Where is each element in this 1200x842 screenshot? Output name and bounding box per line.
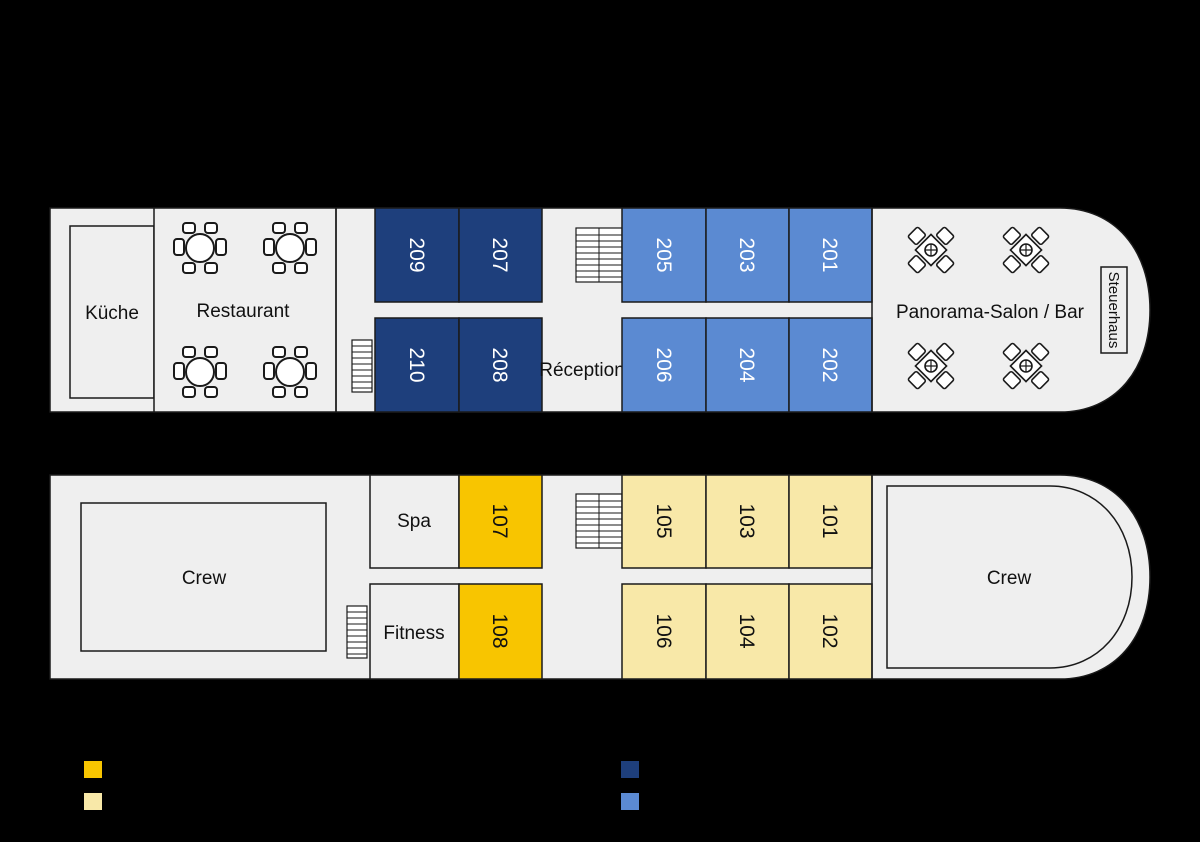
- legend-swatch-light-blue: [621, 793, 639, 810]
- legend-swatch-cream: [84, 793, 102, 810]
- cabin-number: 204: [735, 347, 758, 382]
- crew-aft-label: Crew: [182, 568, 227, 589]
- cabin-number: 101: [818, 503, 841, 538]
- cabin-103[interactable]: 103: [705, 474, 790, 569]
- cabin-101[interactable]: 101: [788, 474, 873, 569]
- cabin-108[interactable]: 108: [458, 583, 543, 680]
- upper-deck: Küche Restaurant 209 207 210 208: [49, 207, 1151, 413]
- cabin-number: 104: [735, 613, 758, 648]
- cabin-208[interactable]: 208: [458, 317, 543, 413]
- cabin-number: 106: [652, 613, 675, 648]
- cabin-number: 107: [488, 503, 511, 538]
- cabin-106[interactable]: 106: [621, 583, 707, 680]
- cabin-number: 105: [652, 503, 675, 538]
- cabin-number: 206: [652, 347, 675, 382]
- cabin-number: 210: [405, 347, 428, 382]
- cabin-102[interactable]: 102: [788, 583, 873, 680]
- wheelhouse-room: [1100, 266, 1128, 354]
- cabin-number: 207: [488, 237, 511, 272]
- cabin-202[interactable]: 202: [788, 317, 873, 413]
- cabin-207[interactable]: 207: [458, 207, 543, 303]
- cabin-number: 205: [652, 237, 675, 272]
- kitchen-room: [69, 225, 155, 399]
- cabin-209[interactable]: 209: [374, 207, 460, 303]
- restaurant-label: Restaurant: [197, 301, 291, 322]
- cabin-number: 208: [488, 347, 511, 382]
- fitness-room[interactable]: [369, 583, 460, 680]
- spa-room[interactable]: [369, 474, 460, 569]
- wheelhouse-label: Steuerhaus: [1105, 272, 1122, 349]
- fitness-label: Fitness: [383, 623, 444, 644]
- spa-label: Spa: [397, 511, 431, 532]
- cabin-210[interactable]: 210: [374, 317, 460, 413]
- cabin-105[interactable]: 105: [621, 474, 707, 569]
- cabin-number: 108: [488, 613, 511, 648]
- lower-deck: Crew Spa Fitness 107 108 105 103 101: [49, 474, 1151, 680]
- stairs-icon: [346, 605, 368, 659]
- cabin-205[interactable]: 205: [621, 207, 707, 303]
- cabin-201[interactable]: 201: [788, 207, 873, 303]
- legend: [84, 761, 639, 810]
- legend-swatch-gold: [84, 761, 102, 778]
- cabin-number: 203: [735, 237, 758, 272]
- stairs-icon: [351, 339, 373, 393]
- cabin-number: 103: [735, 503, 758, 538]
- cabin-204[interactable]: 204: [705, 317, 790, 413]
- cabin-number: 201: [818, 237, 841, 272]
- crew-bow-label: Crew: [987, 568, 1032, 589]
- legend-swatch-dark-blue: [621, 761, 639, 778]
- cabin-number: 209: [405, 237, 428, 272]
- reception-label: Réception: [539, 360, 625, 381]
- cabin-206[interactable]: 206: [621, 317, 707, 413]
- stairs-icon: [575, 227, 623, 283]
- cabin-number: 102: [818, 613, 841, 648]
- salon-label: Panorama-Salon / Bar: [896, 302, 1085, 323]
- cabin-107[interactable]: 107: [458, 474, 543, 569]
- crew-aft-room: [80, 502, 327, 652]
- kitchen-label: Küche: [85, 303, 139, 324]
- cabin-203[interactable]: 203: [705, 207, 790, 303]
- cabin-number: 202: [818, 347, 841, 382]
- crew-bow-room: [886, 485, 1133, 669]
- stairs-icon: [575, 493, 623, 549]
- cabin-104[interactable]: 104: [705, 583, 790, 680]
